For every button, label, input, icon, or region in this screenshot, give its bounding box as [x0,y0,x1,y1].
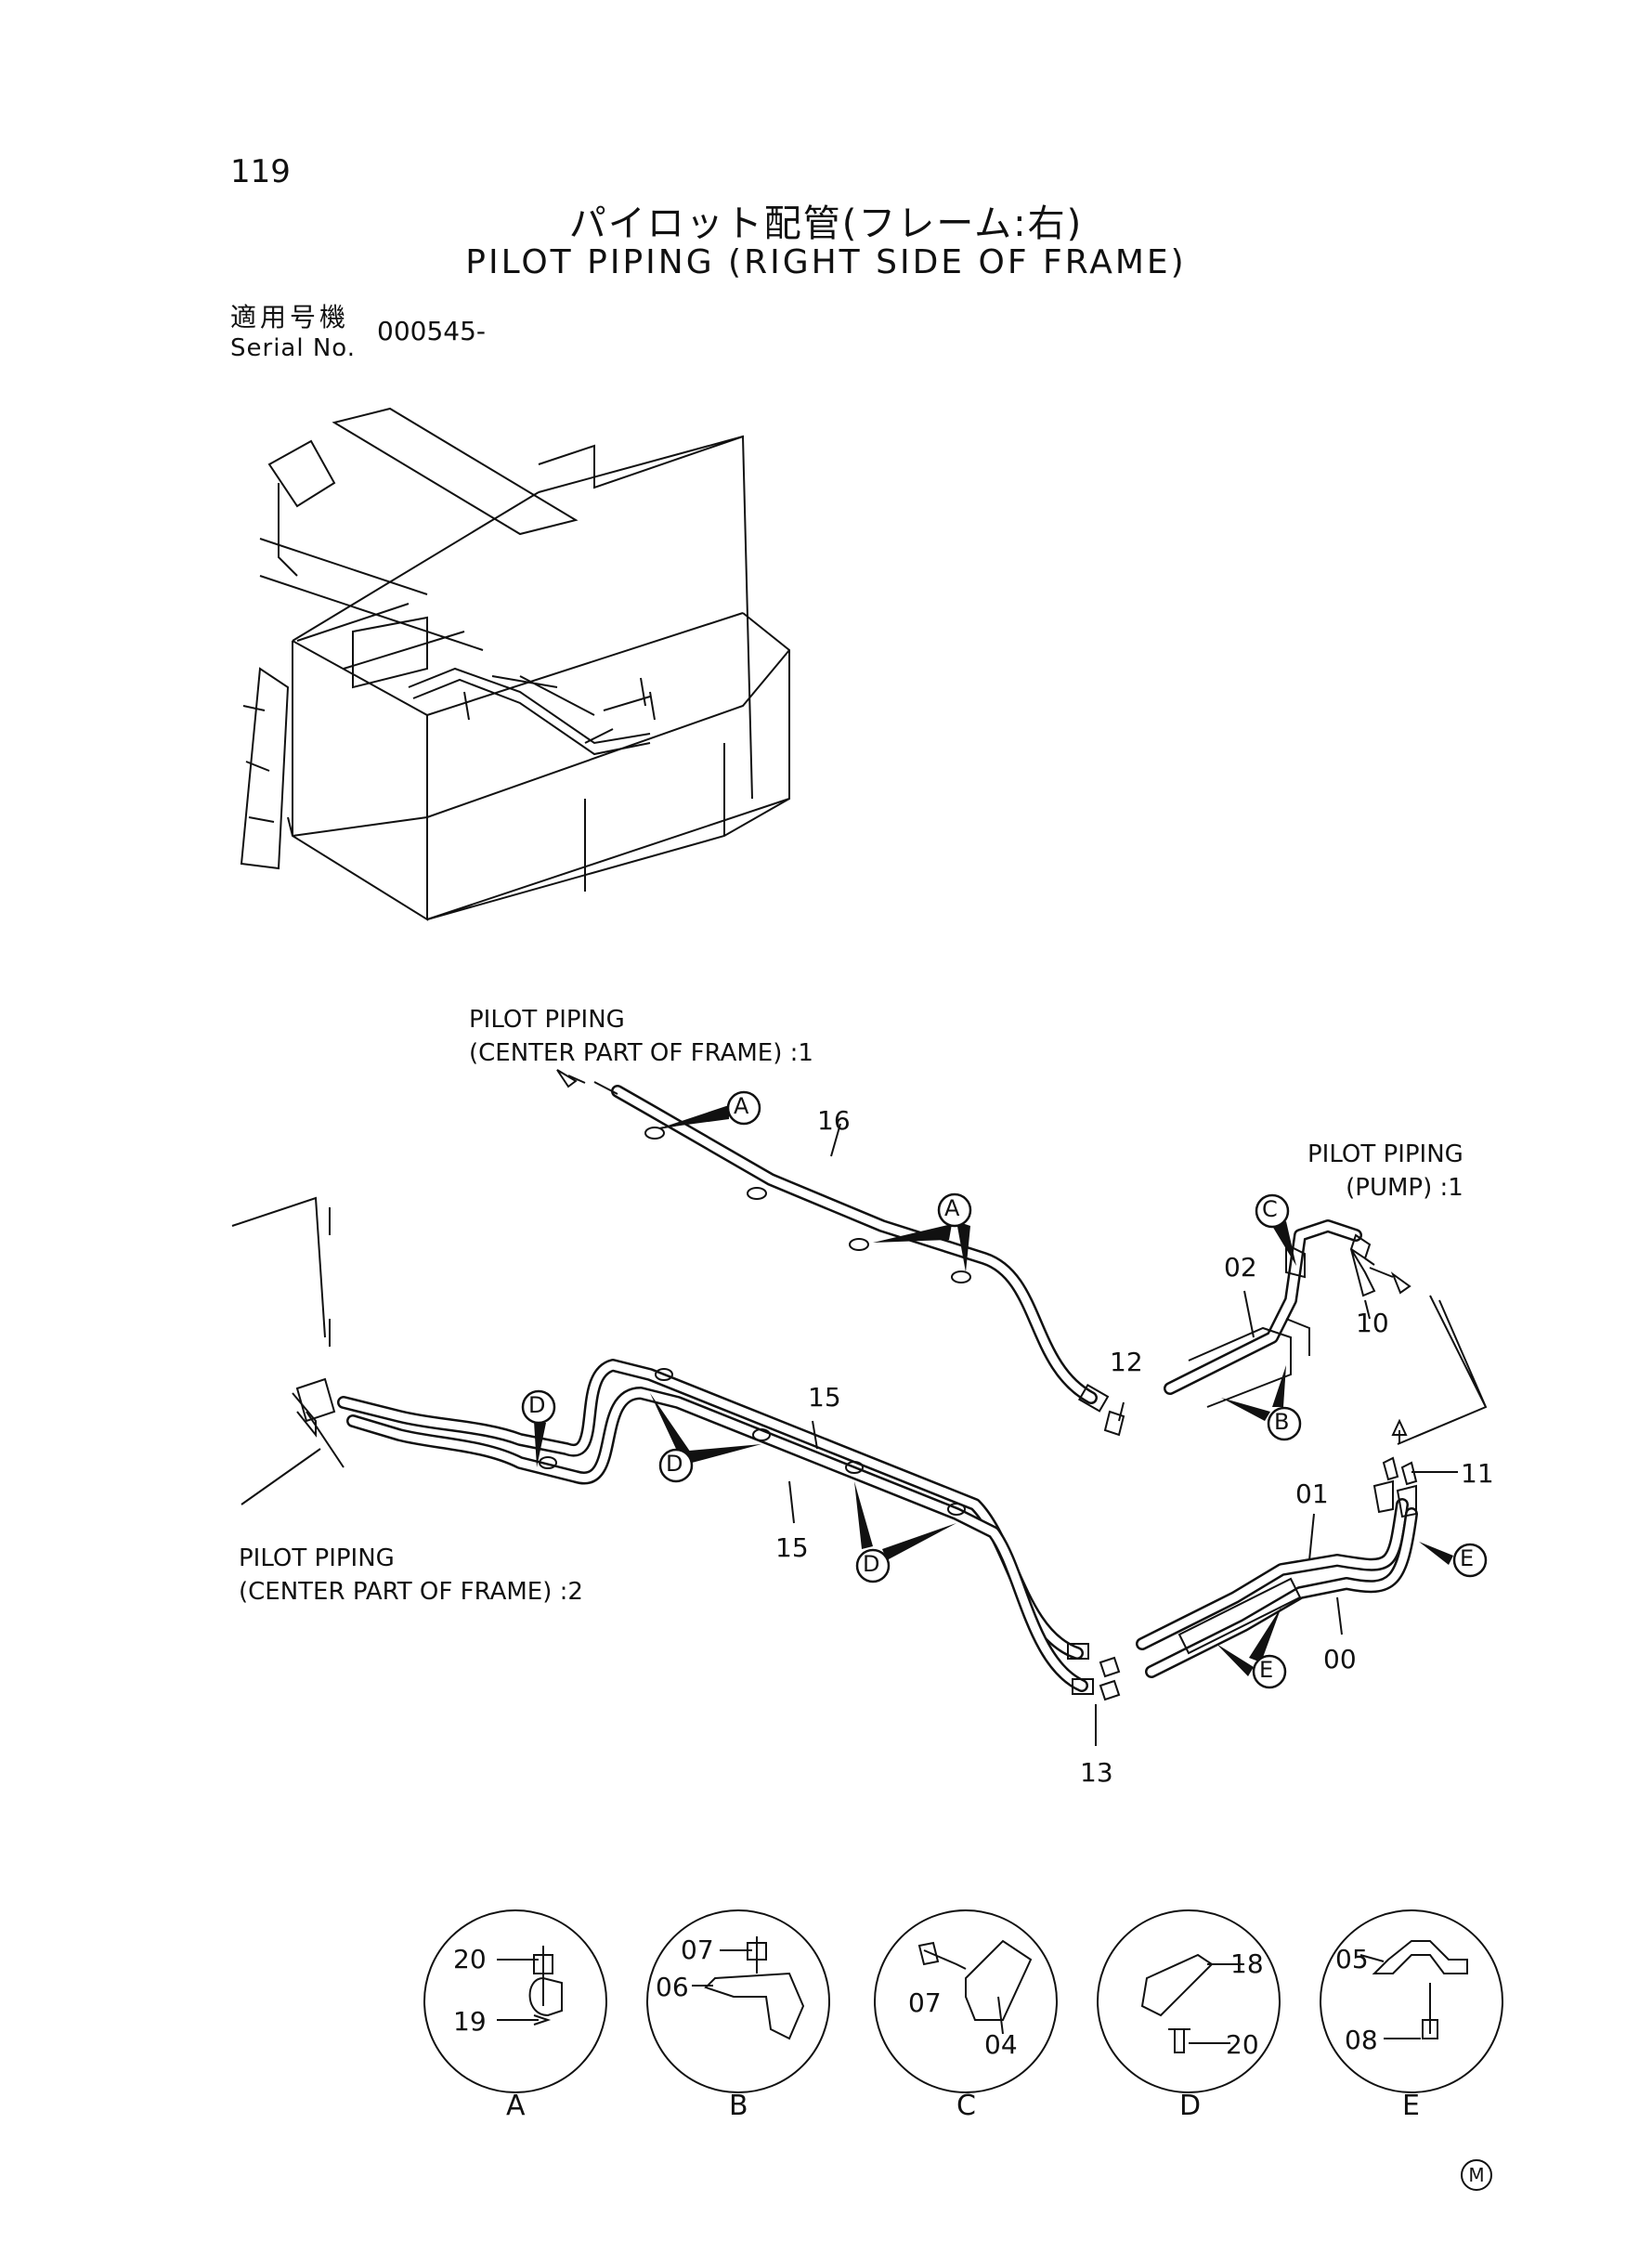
detail-c-part-07: 07 [908,1987,942,2018]
detail-letter-e: E [1402,2090,1420,2122]
detail-c-part-04: 04 [984,2029,1018,2060]
title-japanese: パイロット配管(フレーム:右) [568,202,1084,245]
frame-overview-drawing [240,407,790,921]
bubble-c: C [1262,1196,1278,1222]
page-number: 119 [230,153,291,190]
leader-lines [306,1123,1458,1746]
part-number-00: 00 [1323,1644,1357,1674]
callout-center-1-line2: (CENTER PART OF FRAME) :1 [469,1039,813,1067]
detail-b-part-06: 06 [656,1972,689,2002]
bubble-d-3: D [863,1551,880,1577]
detail-a-part-20: 20 [453,1944,487,1974]
callout-center-2-line1: PILOT PIPING [239,1544,395,1572]
detail-letter-d: D [1179,2090,1202,2122]
bubble-a-2: A [944,1195,960,1221]
part-number-13: 13 [1080,1757,1113,1788]
title-english: PILOT PIPING (RIGHT SIDE OF FRAME) [465,243,1187,281]
part-number-02: 02 [1224,1252,1257,1283]
detail-letter-c: C [956,2090,976,2122]
bubble-e-2: E [1460,1545,1475,1571]
bubble-e-1: E [1259,1657,1274,1683]
corner-mark: M [1461,2159,1492,2191]
detail-e-part-05: 05 [1335,1944,1369,1974]
detail-d-part-20: 20 [1226,2029,1259,2060]
part-number-10: 10 [1356,1308,1389,1338]
callout-pump-1-line2: (PUMP) :1 [1346,1174,1463,1202]
callout-center-1-line1: PILOT PIPING [469,1006,625,1034]
detail-a-part-19: 19 [453,2006,487,2037]
detail-d-part-18: 18 [1230,1948,1264,1979]
reference-bubbles [521,1090,1488,1689]
callout-center-2-line2: (CENTER PART OF FRAME) :2 [239,1578,583,1606]
serial-value: 000545- [377,316,486,346]
serial-label-english: Serial No. [230,334,356,362]
detail-e-part-08: 08 [1345,2025,1378,2055]
part-number-01: 01 [1295,1479,1329,1509]
part-number-12: 12 [1110,1347,1143,1377]
part-number-15-upper: 15 [808,1382,841,1413]
detail-letter-a: A [506,2090,526,2122]
serial-label-japanese: 適用号機 [230,302,350,332]
bubble-d-2: D [666,1451,683,1477]
bubble-b: B [1274,1409,1290,1435]
bubble-a-1: A [734,1093,749,1119]
part-number-11: 11 [1461,1458,1494,1489]
callout-pump-1-line1: PILOT PIPING [1307,1140,1463,1168]
callout-center-1: PILOT PIPING (CENTER PART OF FRAME) :1 [469,1003,813,1070]
pipe-16-drawing [556,1069,1125,1437]
detail-letter-b: B [729,2090,748,2122]
pipe-00-01-drawing [1136,1295,1488,1678]
part-number-15-lower: 15 [775,1532,809,1563]
callout-pump-1: PILOT PIPING (PUMP) :1 [1307,1138,1463,1205]
bubble-d-1: D [528,1392,546,1418]
detail-b-part-07: 07 [681,1935,714,1965]
part-number-16: 16 [817,1105,851,1136]
detail-views [423,1909,1503,2093]
callout-center-2: PILOT PIPING (CENTER PART OF FRAME) :2 [239,1542,583,1609]
pipe-15-drawing [231,1196,1121,1701]
pipe-02-drawing [1164,1219,1411,1408]
